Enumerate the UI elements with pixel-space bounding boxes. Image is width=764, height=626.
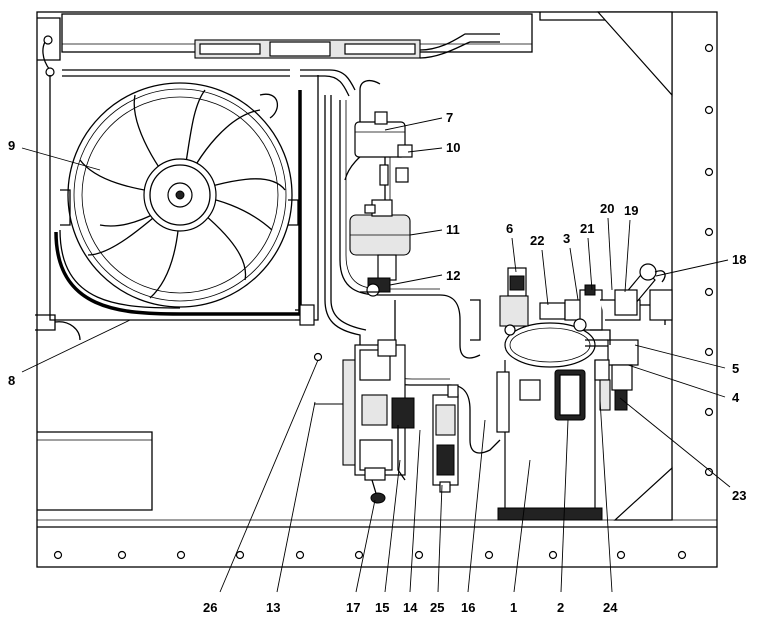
label-20: 20 [600, 201, 614, 216]
label-24: 24 [603, 600, 618, 615]
mounting-holes [53, 43, 714, 560]
unit-frame [36, 11, 718, 568]
label-1: 1 [510, 600, 517, 615]
label-18: 18 [732, 252, 746, 267]
condenser-fan-assembly [35, 75, 319, 341]
label-17: 17 [346, 600, 360, 615]
label-16: 16 [461, 600, 475, 615]
top-rail [42, 13, 533, 97]
label-21: 21 [580, 221, 594, 236]
leader-lines [21, 117, 731, 593]
service-valve [360, 277, 391, 297]
label-11: 11 [446, 222, 460, 237]
label-8: 8 [8, 373, 15, 388]
label-25: 25 [430, 600, 444, 615]
label-9: 9 [8, 138, 15, 153]
refrigerant-piping [324, 79, 501, 454]
label-19: 19 [624, 203, 638, 218]
label-14: 14 [403, 600, 418, 615]
heat-exchanger [342, 339, 415, 481]
label-7: 7 [446, 110, 453, 125]
compressor-fittings [499, 267, 603, 336]
label-12: 12 [446, 268, 460, 283]
label-4: 4 [732, 390, 740, 405]
label-13: 13 [266, 600, 280, 615]
compressor [496, 322, 608, 521]
label-3: 3 [563, 231, 570, 246]
label-10: 10 [446, 140, 460, 155]
label-2: 2 [557, 600, 564, 615]
right-valve-assembly [590, 263, 673, 411]
label-26: 26 [203, 600, 217, 615]
callout-labels: 9 8 7 10 11 12 6 22 3 21 20 19 18 5 4 23… [8, 110, 746, 615]
filter-dryer [349, 199, 411, 281]
label-22: 22 [530, 233, 544, 248]
label-5: 5 [732, 361, 739, 376]
sight-glass [432, 384, 459, 493]
label-23: 23 [732, 488, 746, 503]
pressure-switch [364, 467, 386, 504]
label-6: 6 [506, 221, 513, 236]
control-box [37, 431, 153, 511]
bracket [295, 304, 315, 326]
receiver-tank [354, 111, 413, 186]
label-15: 15 [375, 600, 389, 615]
